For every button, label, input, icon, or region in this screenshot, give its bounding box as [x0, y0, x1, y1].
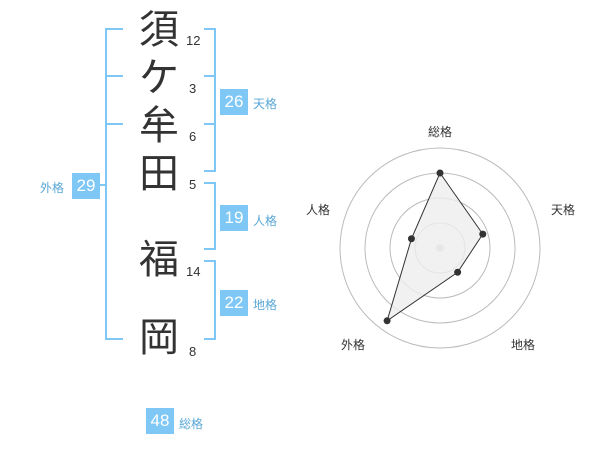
- tenkaku-badge: 26: [220, 89, 248, 115]
- radar-point-2: [479, 230, 487, 238]
- tenkaku-bracket-tick-2: [204, 123, 216, 125]
- stroke-count-1: 12: [186, 33, 201, 48]
- tenkaku-bracket-tick-1: [204, 75, 216, 77]
- gaikaku-label: 外格: [40, 181, 65, 195]
- tenkaku-bracket: [204, 28, 216, 172]
- soukaku-badge: 48: [146, 408, 174, 434]
- radar-point-3: [454, 268, 462, 276]
- name-char-4: 田: [139, 151, 179, 197]
- tenkaku-label: 天格: [253, 97, 278, 111]
- jinkaku-badge: 19: [220, 205, 248, 231]
- name-char-2: ケ: [139, 55, 179, 101]
- gaikaku-bracket-tick-1: [105, 75, 123, 77]
- name-char-5: 福: [139, 237, 179, 283]
- radar-label-chikaku: 地格: [511, 338, 536, 352]
- stroke-count-4: 5: [189, 177, 197, 192]
- name-char-6: 岡: [139, 315, 179, 361]
- chikaku-label: 地格: [253, 298, 278, 312]
- radar-area: [386, 171, 484, 323]
- radar-label-soukaku: 総格: [428, 125, 453, 139]
- chikaku-bracket: [204, 260, 216, 340]
- gaikaku-bracket-tick-2: [105, 123, 123, 125]
- radar-point-1: [436, 169, 444, 177]
- radar-label-gaikaku: 外格: [341, 338, 366, 352]
- radar-ring-4: [339, 147, 541, 349]
- stroke-count-5: 14: [186, 264, 201, 279]
- stroke-count-2: 3: [189, 81, 197, 96]
- jinkaku-bracket: [204, 182, 216, 250]
- name-char-1: 須: [139, 7, 179, 53]
- jinkaku-label: 人格: [253, 214, 278, 228]
- radar-point-5: [407, 235, 415, 243]
- chikaku-badge: 22: [220, 290, 248, 316]
- gaikaku-badge: 29: [72, 173, 100, 199]
- gaikaku-bracket-stem: [98, 184, 107, 186]
- soukaku-label: 総格: [179, 417, 204, 431]
- radar-label-tenkaku: 天格: [551, 203, 576, 217]
- radar-point-4: [383, 317, 391, 325]
- radar-label-jinkaku: 人格: [306, 203, 331, 217]
- stroke-count-6: 8: [189, 344, 197, 359]
- name-char-3: 牟: [139, 103, 179, 149]
- stroke-count-3: 6: [189, 129, 197, 144]
